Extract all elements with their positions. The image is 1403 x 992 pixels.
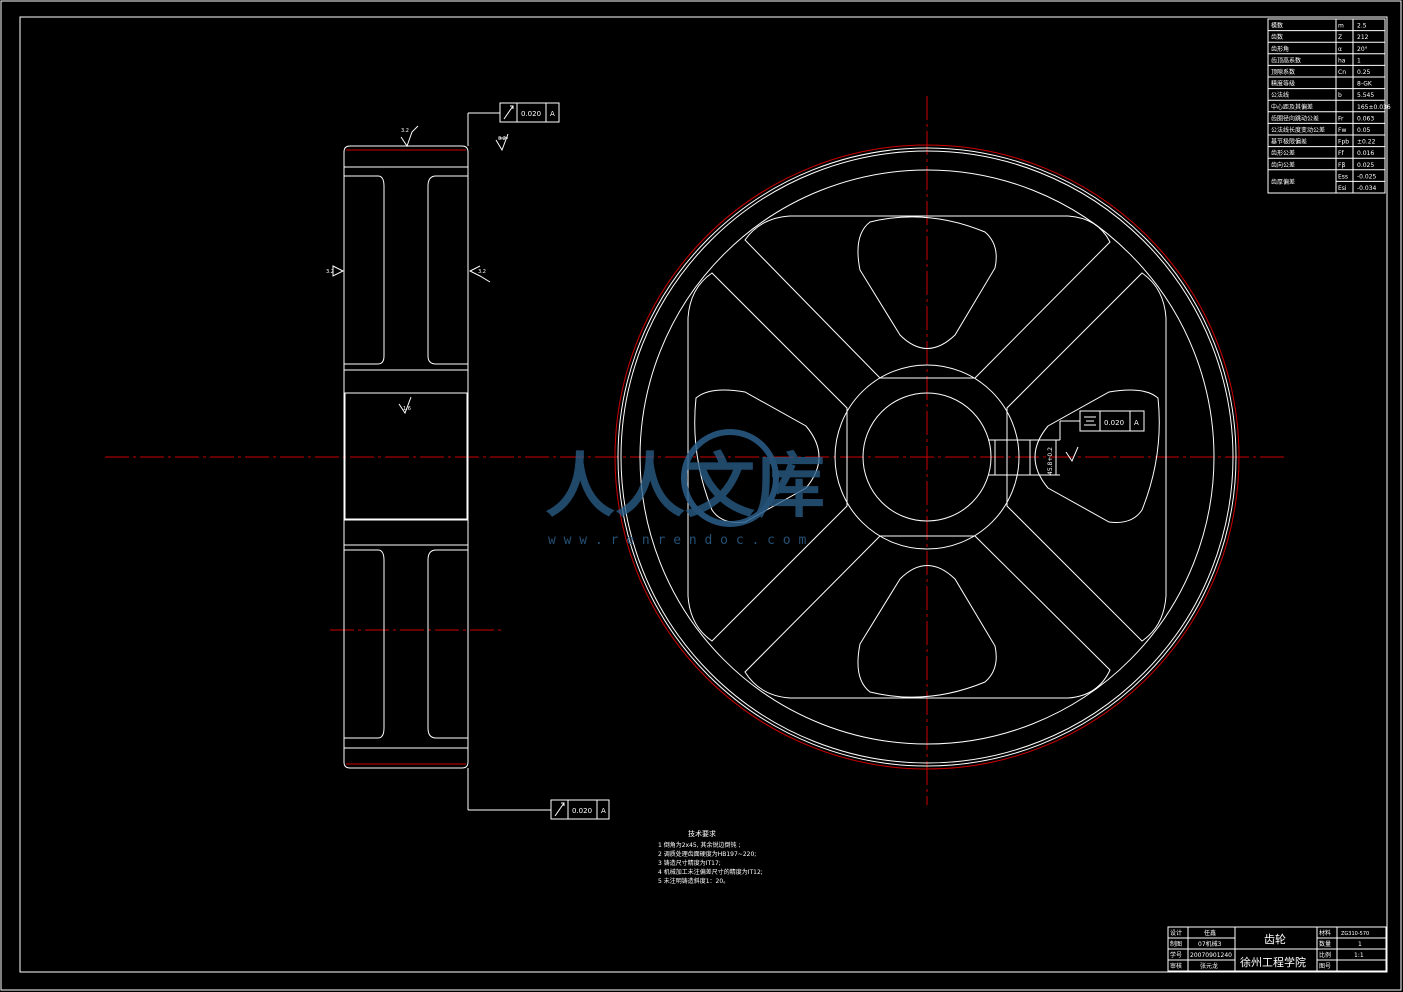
param-value-6: 5.545 (1357, 92, 1374, 99)
param-name-0: 模数 (1271, 22, 1283, 30)
tb-label-material: 材料 (1319, 929, 1331, 937)
tolerance-keyway-datum: A (1134, 419, 1139, 427)
centerlines (105, 96, 1288, 805)
param-symbol-2: α (1338, 46, 1342, 53)
param-value-2: 20° (1357, 46, 1368, 53)
param-symbol-0: m (1338, 23, 1344, 30)
tolerance-frame-top: 0.020 A (499, 102, 560, 123)
param-symbol-4: Cn (1338, 69, 1346, 76)
tech-req-item-1: 1 倒角为2x45, 其余锐边倒钝 ; (658, 841, 740, 849)
keyway-dimension-text: 45.8+0.2 (1047, 447, 1054, 475)
inner-border (19, 16, 1388, 973)
param-name-8: 齿圈径向跳动公差 (1271, 114, 1319, 122)
tb-label-design: 设计 (1170, 929, 1182, 937)
tb-value-student-no: 20070901240 (1190, 952, 1232, 959)
tb-label-qty: 数量 (1319, 940, 1331, 948)
tb-value-scale: 1:1 (1354, 952, 1364, 959)
param-symbol-11: Ff (1338, 150, 1344, 157)
tb-school: 徐州工程学院 (1240, 955, 1306, 969)
param-name-1: 齿数 (1271, 33, 1283, 41)
gear-parameter-table: 模数 m 2.5 齿数 Z 212 齿形角 α 20° 齿顶高系数 ha 1 顶隙系数 Cn 0.25 精度等… (1267, 18, 1391, 194)
watermark-text: 人人文库 (545, 444, 825, 527)
tech-req-title: 技术要求 (688, 829, 716, 838)
title-block-text: 设计 制图 学号 审核 任鑫 07机械3 20070901240 张元龙 齿轮 … (1170, 929, 1369, 970)
tb-label-draw: 制图 (1170, 940, 1182, 948)
tb-value-material: ZG310-570 (1341, 931, 1369, 937)
param-value-12: 0.025 (1357, 162, 1374, 169)
roughness-right-label: 3.2 (478, 269, 486, 275)
param-name-12: 齿向公差 (1271, 161, 1295, 169)
param-symbol-12: Fβ (1338, 162, 1345, 169)
tolerance-top-value: 0.020 (521, 110, 541, 118)
param-value-4: 0.25 (1357, 69, 1371, 76)
param-name-6: 公法线 (1271, 91, 1289, 99)
param-value-11: 0.016 (1357, 150, 1374, 157)
param-symbol-9: Fw (1338, 127, 1346, 134)
param-name-10: 基节极限偏差 (1271, 138, 1307, 146)
tolerance-bottom-datum: A (601, 807, 606, 815)
param-value-1: 212 (1357, 34, 1369, 41)
param-value-3: 1 (1357, 57, 1361, 64)
param-symbol-6: b (1338, 92, 1342, 99)
param-value-14: -0.034 (1357, 185, 1377, 192)
tb-part-name: 齿轮 (1264, 932, 1286, 946)
tb-label-check: 审核 (1170, 962, 1182, 970)
keyway-dimension (1030, 420, 1080, 476)
tb-value-qty: 1 (1358, 941, 1362, 948)
tech-req-item-5: 5 未注明铸造斜度1：20。 (658, 877, 729, 885)
watermark-url: w w w . r e n r e n d o c . c o m (548, 533, 806, 548)
param-value-0: 2.5 (1357, 23, 1367, 30)
param-value-9: 0.05 (1357, 127, 1371, 134)
title-block (1167, 926, 1387, 972)
tb-label-scale: 比例 (1319, 951, 1331, 959)
param-name-11: 齿形公差 (1271, 149, 1295, 157)
tb-label-drawing-no: 图号 (1319, 963, 1331, 970)
param-name-4: 顶隙系数 (1271, 68, 1295, 76)
tech-req-item-3: 3 铸造尺寸精度为IT17; (658, 859, 721, 867)
tolerance-bottom-value: 0.020 (572, 807, 592, 815)
tech-req-item-2: 2 调质处理齿面硬度为HB197~220; (658, 850, 756, 858)
param-value-5: 8-GK (1357, 81, 1373, 88)
gear-front-view (614, 144, 1240, 770)
roughness-small-label: 3.2 (498, 136, 506, 142)
tolerance-top-datum: A (550, 110, 555, 118)
tb-value-check: 张元龙 (1200, 962, 1218, 970)
param-name-13: 齿厚偏差 (1271, 178, 1295, 186)
param-symbol-13: Ess (1338, 173, 1348, 180)
tolerance-frame-bottom: 0.020 A (550, 799, 610, 820)
param-symbol-10: Fpb (1338, 139, 1349, 146)
param-name-2: 齿形角 (1271, 45, 1289, 53)
param-name-5: 精度等级 (1271, 80, 1295, 88)
param-value-13: -0.025 (1357, 173, 1377, 180)
roughness-symbols (332, 125, 1079, 463)
tb-value-design: 任鑫 (1204, 929, 1216, 937)
tech-req-item-4: 4 机械加工未注偏差尺寸的精度为IT12; (658, 868, 763, 876)
tolerance-keyway-value: 0.020 (1104, 419, 1124, 427)
roughness-bore-label: 1.6 (403, 406, 411, 412)
param-symbol-8: Fr (1338, 115, 1344, 122)
param-value-7: 165±0.036 (1357, 104, 1391, 111)
param-symbol-1: Z (1338, 34, 1342, 41)
param-symbol-3: ha (1338, 57, 1346, 64)
param-name-7: 中心距及其偏差 (1271, 103, 1313, 111)
watermark-logo-ring (681, 429, 779, 527)
tb-label-student-no: 学号 (1170, 951, 1182, 959)
param-name-3: 齿顶高系数 (1271, 56, 1301, 64)
tb-value-draw: 07机械3 (1198, 940, 1222, 948)
tolerance-frame-keyway: 0.020 A (1079, 410, 1145, 432)
leader-lines (467, 112, 551, 811)
param-value-10: ±0.22 (1357, 139, 1376, 146)
roughness-left-label: 3.2 (326, 269, 334, 275)
roughness-labels: 3.2 3.2 3.2 1.6 3.2 (326, 128, 506, 412)
technical-requirements: 技术要求 1 倒角为2x45, 其余锐边倒钝 ; 2 调质处理齿面硬度为HB19… (658, 829, 763, 885)
param-value-8: 0.063 (1357, 115, 1374, 122)
gear-side-view (343, 145, 469, 769)
param-name-9: 公法线长度变动公差 (1271, 126, 1325, 134)
param-symbol-14: Esi (1338, 185, 1347, 192)
watermark: 人人文库 w w w . r e n r e n d o c . c o m (545, 429, 825, 548)
roughness-top-label: 3.2 (401, 128, 409, 134)
